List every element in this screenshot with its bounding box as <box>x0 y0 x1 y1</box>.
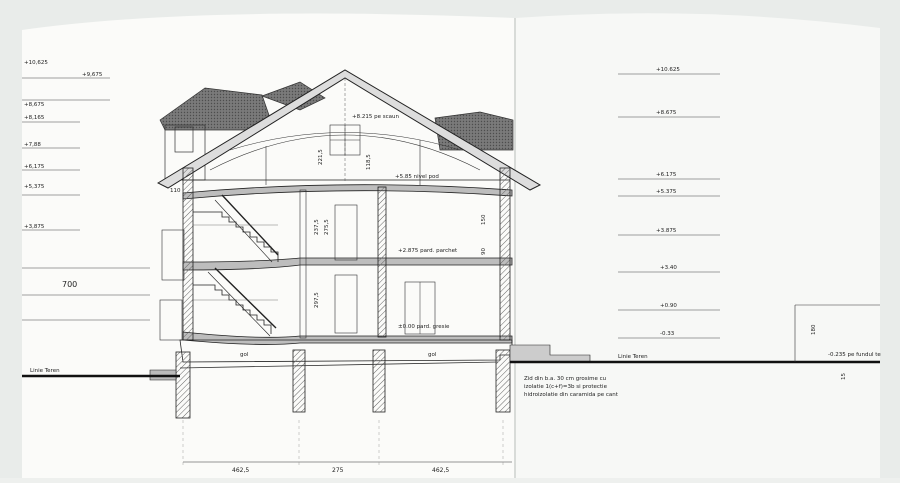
right-elev-7: -0.33 <box>660 331 675 337</box>
note-terrain-right: Linie Teren <box>618 354 648 360</box>
foundation <box>149 339 591 419</box>
left-elev-2: +8,675 <box>24 102 45 108</box>
annotations: +8.215 pe scaun +5.85 nivel pod +2.875 p… <box>30 114 881 398</box>
note-terrain-left: Linie Teren <box>30 368 60 374</box>
right-elev-1: +8.675 <box>656 110 677 116</box>
note-foundation-level: -0.235 pe fundul te <box>828 352 881 358</box>
left-elev-6: +5,375 <box>24 184 45 190</box>
right-elev-3: +5.375 <box>656 189 677 195</box>
note-wall-2: izolatie 1(c+f)=3b si protectie <box>524 384 608 390</box>
note-ground-floor: ±0.00 pard. gresie <box>398 324 450 330</box>
left-elev-8: 700 <box>62 280 77 289</box>
vdim-7: 118,5 <box>366 154 372 170</box>
right-elev-6: +0.90 <box>660 303 677 309</box>
note-attic-floor: +8.215 pe scaun <box>352 114 399 120</box>
note-wall-1: Zid din b.a. 30 cm grosime cu <box>524 376 606 382</box>
right-elev-4: +3.875 <box>656 228 677 234</box>
right-elev-2: +6.175 <box>656 172 677 178</box>
left-elev-3: +8,165 <box>24 115 45 121</box>
staircases <box>193 194 279 337</box>
vdim-1: 275,5 <box>324 219 330 235</box>
left-elev-1: +9,675 <box>82 72 103 78</box>
note-attic-joists: +5.85 nivel pod <box>395 174 439 180</box>
left-elevation-scale: +10,625 +9,675 +8,675 +8,165 +7,88 +6,17… <box>22 60 150 321</box>
vdim-0: 237,5 <box>314 219 320 235</box>
vdim-5: 90 <box>481 248 487 255</box>
right-elev-0: +10.625 <box>656 67 680 73</box>
left-elev-0: +10,625 <box>24 60 48 66</box>
note-wall-3: hidroizolatie din caramida pe cant <box>524 392 619 398</box>
background-building <box>159 81 514 341</box>
vdim-9: 180 <box>811 324 817 335</box>
left-elev-5: +6,175 <box>24 164 45 170</box>
dim-bottom-0: 462,5 <box>232 467 249 474</box>
vdim-6: 110 <box>170 188 181 194</box>
bottom-dimension-line: 462,5 275 462,5 <box>182 420 512 474</box>
vdim-3: 221,5 <box>318 149 324 165</box>
dim-bottom-1: 275 <box>332 467 344 474</box>
vdim-2: 297,5 <box>314 292 320 308</box>
right-elev-5: +3.40 <box>660 265 677 271</box>
note-upper-floor: +2.875 pard. parchet <box>398 248 458 254</box>
note-cellar-right: gol <box>428 352 437 358</box>
main-roof <box>156 69 542 191</box>
floor-slabs <box>182 184 513 345</box>
note-cellar-left: gol <box>240 352 249 358</box>
right-elevation-scale: +10.625 +8.675 +6.175 +5.375 +3.875 +3.4… <box>618 67 720 339</box>
dim-bottom-2: 462,5 <box>432 467 449 474</box>
vdim-8: 15 <box>841 373 847 380</box>
terrain-lines <box>22 304 880 378</box>
vdim-4: 150 <box>481 214 487 225</box>
interior-openings <box>334 204 436 335</box>
vertical-dimensions: 237,5 275,5 297,5 221,5 150 90 110 118,5… <box>170 149 847 380</box>
left-elev-4: +7,88 <box>24 142 41 148</box>
left-elev-7: +3,875 <box>24 224 45 230</box>
